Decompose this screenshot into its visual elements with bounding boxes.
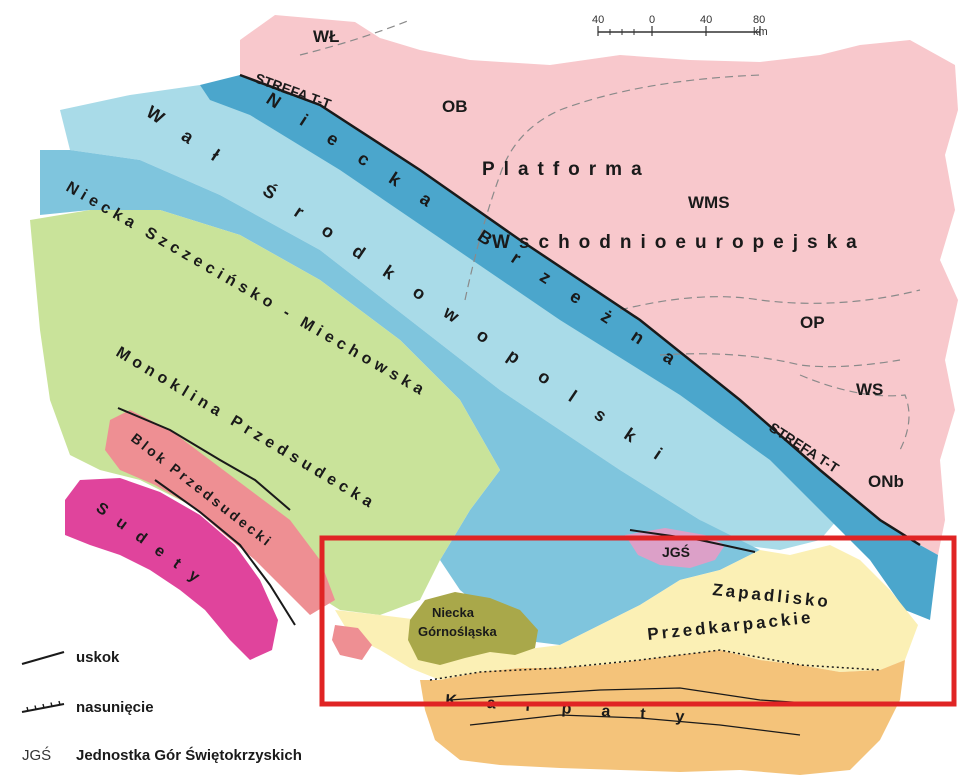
thrust-line-icon — [21, 700, 65, 713]
region-sudety — [65, 478, 278, 660]
region-monoklina-przedsudecka — [30, 210, 500, 615]
legend-label-jgs: Jednostka Gór Świętokrzyskich — [76, 746, 302, 764]
scale-label-0: 0 — [649, 14, 656, 26]
fault-blok — [117, 407, 291, 511]
region-small-patch — [332, 625, 372, 660]
region-platforma-wschodnioeuropejska — [240, 15, 958, 555]
boundary-wl — [299, 19, 411, 56]
fault-line-icon — [21, 650, 65, 666]
label-wl: WŁ — [313, 27, 339, 46]
scale-label-40-left: 40 — [592, 14, 605, 26]
highlight-box — [319, 535, 957, 707]
legend-row-uskok: uskok — [18, 646, 119, 668]
scale-bar — [597, 26, 761, 36]
thrust-2 — [449, 687, 841, 706]
region-niecka-szczecinsko-miechowska — [40, 150, 760, 645]
label-niecka-gornoslaska-1: Niecka — [432, 605, 475, 620]
scale-label-40-right: 40 — [700, 14, 713, 26]
scale-labels: 40 0 40 80 km — [590, 14, 770, 44]
boundary-wms-op — [619, 289, 921, 311]
legend-label-uskok: uskok — [76, 648, 120, 666]
label-niecka-gornoslaska-2: Górnośląska — [418, 624, 498, 639]
region-wal-srodkowopolski — [60, 85, 850, 550]
fault-strefa-tt — [239, 73, 921, 547]
region-karpaty — [420, 650, 905, 775]
boundary-ws-onb — [799, 374, 910, 451]
thrust-3 — [469, 714, 801, 736]
label-op: OP — [800, 313, 825, 332]
scale-label-80km: 80 km — [753, 14, 768, 38]
map-legend: uskok nasunięcie JGŚ Jednostka Gór Święt… — [18, 640, 348, 770]
label-wschodnioeuropejska: Wschodnioeuropejska — [492, 232, 866, 253]
label-onb: ONb — [868, 472, 904, 491]
label-wms: WMS — [688, 193, 730, 212]
legend-row-jgs: JGŚ Jednostka Gór Świętokrzyskich — [18, 744, 302, 766]
label-jgs: JGŚ — [662, 543, 690, 560]
label-platforma: Platforma — [482, 159, 651, 180]
legend-abbr-jgs: JGŚ — [22, 746, 52, 764]
fault-sudety — [154, 479, 296, 626]
label-ob: OB — [442, 97, 468, 116]
legend-row-nasuniecie: nasunięcie — [18, 696, 154, 718]
boundary-ob-wms — [464, 74, 761, 301]
region-niecka-brzezna — [200, 75, 938, 620]
legend-label-nasuniecie: nasunięcie — [76, 698, 154, 716]
label-ws: WS — [856, 380, 883, 399]
thrust-1 — [429, 649, 881, 681]
region-niecka-gornoslaska — [408, 592, 538, 665]
boundary-ws — [659, 353, 901, 368]
region-blok-przedsudecki — [105, 410, 335, 615]
